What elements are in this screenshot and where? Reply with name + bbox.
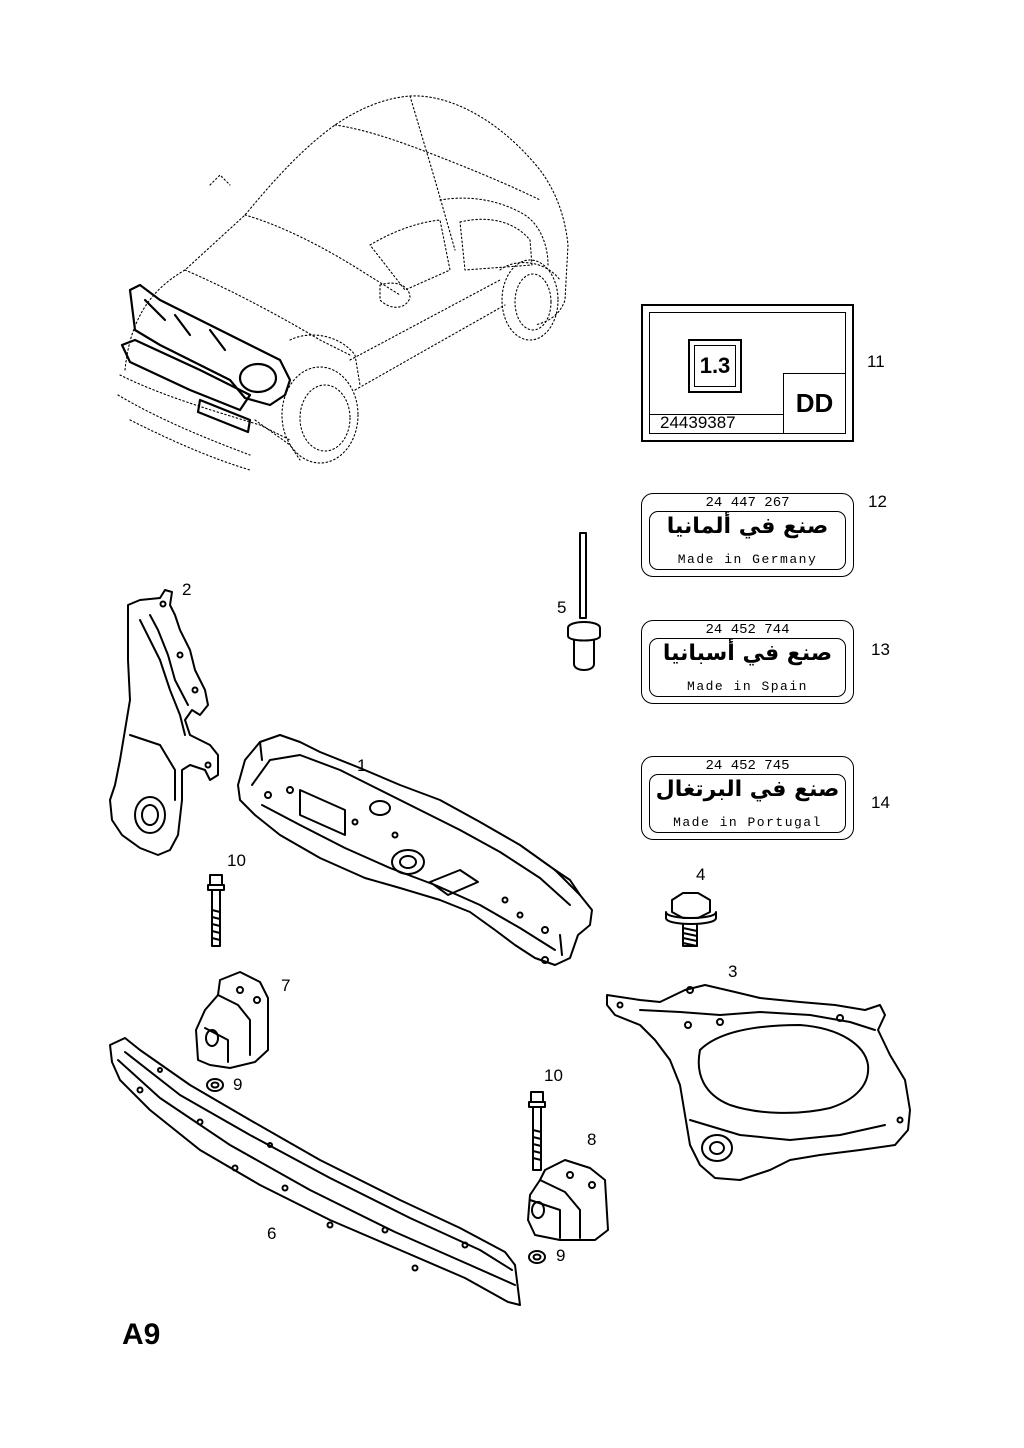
origin-label-arabic: صنع في ألمانيا — [666, 514, 829, 539]
part-3-right-bracket — [606, 984, 911, 1181]
origin-label-part-number: 24 452 744 — [705, 622, 790, 638]
callout-9-a: 9 — [233, 1075, 243, 1094]
callout-1: 1 — [357, 756, 367, 775]
callout-5: 5 — [557, 598, 567, 617]
engine-code-box: DD — [783, 373, 845, 433]
callout-12: 12 — [868, 492, 887, 511]
part-10-bolt-left — [207, 874, 225, 947]
vehicle-front-structure-highlight — [120, 283, 292, 434]
part-5-rivet — [567, 532, 601, 671]
part-12-origin-label-germany: 24 447 267 صنع في ألمانيا Made in German… — [641, 493, 854, 577]
origin-label-arabic: صنع في أسبانيا — [662, 641, 833, 666]
callout-14: 14 — [871, 793, 890, 812]
callout-7: 7 — [281, 976, 291, 995]
part-13-origin-label-spain: 24 452 744 صنع في أسبانيا Made in Spain — [641, 620, 854, 704]
origin-label-english: Made in Portugal — [673, 815, 822, 830]
part-6-lower-beam — [109, 1037, 521, 1306]
origin-label-inner: صنع في ألمانيا Made in Germany — [649, 511, 846, 570]
callout-6: 6 — [267, 1224, 277, 1243]
origin-label-part-number: 24 452 745 — [705, 758, 790, 774]
origin-label-english: Made in Germany — [677, 552, 818, 567]
origin-label-inner: صنع في أسبانيا Made in Spain — [649, 638, 846, 697]
part-8-mount-bracket — [527, 1159, 609, 1241]
vehicle-silhouette — [117, 95, 569, 471]
callout-10-a: 10 — [227, 851, 246, 870]
part-11-engine-label: 1.3 24439387 DD — [641, 304, 854, 442]
callout-10-b: 10 — [544, 1066, 563, 1085]
part-9-nut-b — [528, 1250, 546, 1264]
part-14-origin-label-portugal: 24 452 745 صنع في البرتغال Made in Portu… — [641, 756, 854, 840]
part-10-bolt-lower — [528, 1091, 546, 1171]
engine-label-inner-border: 1.3 24439387 DD — [649, 312, 846, 434]
engine-size-box: 1.3 — [688, 339, 742, 393]
callout-2: 2 — [182, 580, 192, 599]
callout-4: 4 — [696, 865, 706, 884]
origin-label-english: Made in Spain — [687, 679, 808, 694]
part-4-bolt — [665, 892, 717, 947]
origin-label-arabic: صنع في البرتغال — [655, 777, 840, 802]
callout-8: 8 — [587, 1130, 597, 1149]
engine-label-part-number: 24439387 — [660, 413, 736, 432]
page-code: A9 — [122, 1318, 161, 1351]
callout-13: 13 — [871, 640, 890, 659]
part-9-nut-a — [206, 1078, 224, 1092]
engine-label-divider — [650, 414, 783, 415]
part-2-left-bracket — [109, 589, 219, 856]
callout-9-b: 9 — [556, 1246, 566, 1265]
part-7-mount-bracket — [195, 971, 269, 1069]
callout-11: 11 — [867, 352, 885, 371]
origin-label-part-number: 24 447 267 — [705, 495, 790, 511]
engine-size-value: 1.3 — [694, 345, 736, 387]
part-1-upper-crossmember — [237, 734, 593, 966]
callout-3: 3 — [728, 962, 738, 981]
origin-label-inner: صنع في البرتغال Made in Portugal — [649, 774, 846, 833]
